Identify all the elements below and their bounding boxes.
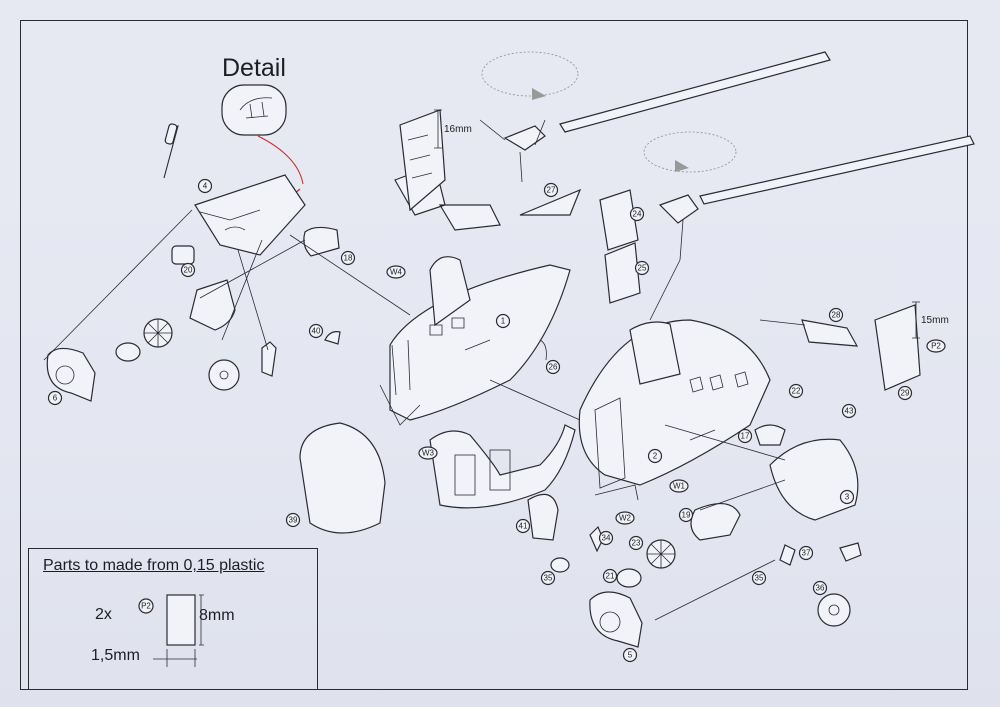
part-label-circle [386,265,406,279]
dim-16mm: 16mm [434,109,472,149]
rotor-left [479,51,831,183]
part-label-circle [197,178,213,194]
fuselage-left [299,164,576,534]
part-label-circle [897,385,913,401]
part-label-p2tag_a: P2 [931,342,941,351]
part-label-p21: 21 [606,572,615,581]
part-label-p23: 23 [632,539,641,548]
part-label-p1: 1 [501,317,506,326]
part-label-p43: 43 [845,407,854,416]
part-label-circle [602,568,618,584]
part-label-circle [47,390,63,406]
part-label-p2: 2 [653,452,658,461]
part-label-p40: 40 [312,327,321,336]
part-label-p5: 5 [628,651,633,660]
plastic-part-drawing: P2 [138,594,204,667]
detail-inset [221,84,304,195]
part-label-p18: 18 [344,254,353,263]
part-label-circle [798,545,814,561]
part-label-p22: 22 [792,387,801,396]
part-label-circle [751,570,767,586]
part-label-circle [308,323,324,339]
part-label-p27: 27 [547,186,556,195]
plastic-height-dim: 8mm [199,607,235,624]
detail-title: Detail [222,54,286,82]
part-label-p24: 24 [633,210,642,219]
part-label-p29: 29 [901,389,910,398]
part-label-circle [285,512,301,528]
part-label-w3: W3 [422,449,435,458]
part-label-w1: W1 [673,482,686,491]
part-label-circle [828,307,844,323]
plastic-parts-title: Parts to made from 0,15 plastic [43,557,265,574]
part-label-p26: 26 [549,363,558,372]
part-label-p37: 37 [802,549,811,558]
plastic-part-outline [166,594,196,646]
part-label-p34: 34 [602,534,611,543]
part-label-circle [615,511,635,525]
part-label-circle [180,262,196,278]
part-label-circle [495,313,511,329]
part-label-w4: W4 [390,268,403,277]
part-label-p36: 36 [816,584,825,593]
part-label-circle [540,570,556,586]
dim-label-16mm: 16mm [444,124,472,135]
part-label-circle [839,489,855,505]
part-label-p20: 20 [184,266,193,275]
part-label-circle [515,518,531,534]
tail-fins [399,109,921,391]
part-label-p41: 41 [519,522,528,531]
left-engine-group [43,123,411,402]
part-label-circle [737,428,753,444]
part-label-circle [629,206,645,222]
plastic-quantity: 2x [95,606,112,623]
part-label-circle [647,448,663,464]
part-label-p35a: 35 [544,574,553,583]
sheet-border [20,20,968,690]
part-label-circle [926,339,946,353]
part-label-circle [543,182,559,198]
plastic-width-dim: 1,5mm [91,647,140,664]
dim-label-15mm: 15mm [921,315,949,326]
part-label-p39: 39 [289,516,298,525]
part-label-circle [634,260,650,276]
part-label-circle [628,535,644,551]
part-label-p17: 17 [741,432,750,441]
part-label-circle [340,250,356,266]
part-label-circle [598,530,614,546]
part-tag-p2: P2 [141,602,151,611]
part-label-circle [841,403,857,419]
part-label-p6: 6 [53,394,58,403]
dim-15mm: 15mm [912,301,949,339]
rotor-right [643,131,975,261]
part-label-p19: 19 [682,511,691,520]
part-label-circle [669,479,689,493]
part-label-p25: 25 [638,264,647,273]
part-label-w2: W2 [619,514,632,523]
part-label-circle [678,507,694,523]
part-label-p28: 28 [832,311,841,320]
part-label-circle [545,359,561,375]
part-label-p4: 4 [203,182,208,191]
part-label-circle [812,580,828,596]
fuselage-right [489,259,862,648]
part-label-p3: 3 [845,493,850,502]
part-tag-circle [138,598,154,614]
part-label-circle [788,383,804,399]
part-label-p35b: 35 [755,574,764,583]
part-label-circle [622,647,638,663]
plastic-parts-box: P2 Parts to made from 0,15 plastic 2x 8m… [28,548,318,690]
part-label-circle [418,446,438,460]
